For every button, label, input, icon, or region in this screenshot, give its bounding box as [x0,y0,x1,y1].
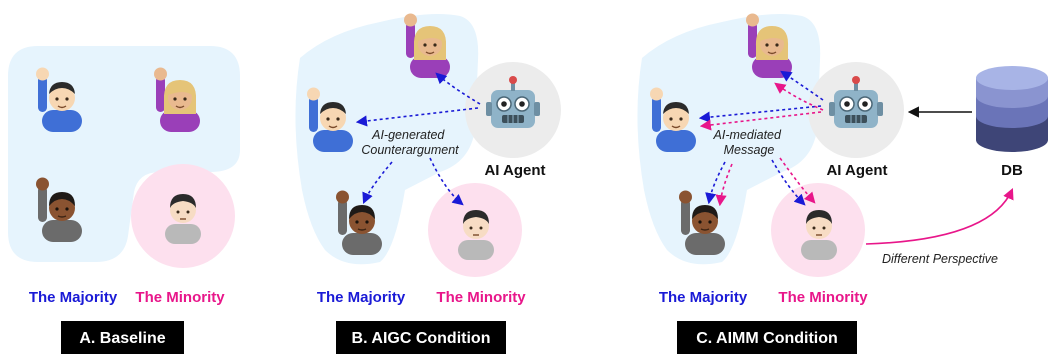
agent-label: AI Agent [826,162,887,179]
majority-label: The Majority [317,289,406,306]
message-label: AI-generated Counterargument [361,128,459,157]
panel-banner [61,321,184,354]
panel-banner [336,321,506,354]
panel-banner-text: C. AIMM Condition [696,330,838,347]
majority-label: The Majority [29,289,118,306]
message-label-line-2: Counterargument [361,143,459,157]
panel-banner-text: A. Baseline [79,330,165,347]
perspective-arrow [865,187,1014,245]
message-arrow-pink [715,163,733,207]
message-arrow-blue [698,105,822,123]
message-label-line-1: AI-generated [371,128,445,142]
message-arrow [429,157,464,206]
panel-b: AI-generated Counterargument AI Agent Th… [295,12,561,354]
panel-c: DB Different Perspective AI-mediated Mes… [637,12,1048,354]
message-arrow [435,72,481,105]
message-arrow-pink [774,82,824,111]
message-label-line-1: AI-mediated [713,128,782,142]
message-arrow [355,107,479,127]
message-arrow-blue [780,70,824,101]
agent-label: AI Agent [484,162,545,179]
panel-banner-text: B. AIGC Condition [352,330,491,347]
majority-label: The Majority [659,289,748,306]
minority-label: The Minority [135,289,225,306]
minority-label: The Minority [436,289,526,306]
message-label: AI-mediated Message [713,128,785,157]
message-arrow-pink [699,111,822,131]
message-arrow-pink [779,157,816,204]
message-arrow-blue [705,161,726,205]
panel-a: The Majority The Minority A. Baseline [8,46,240,354]
database-icon [976,66,1048,152]
message-label-line-2: Message [724,143,775,157]
db-label: DB [1001,162,1023,179]
message-arrow-blue [771,159,806,206]
perspective-label: Different Perspective [882,252,998,266]
panel-banner [677,321,857,354]
minority-label: The Minority [778,289,868,306]
